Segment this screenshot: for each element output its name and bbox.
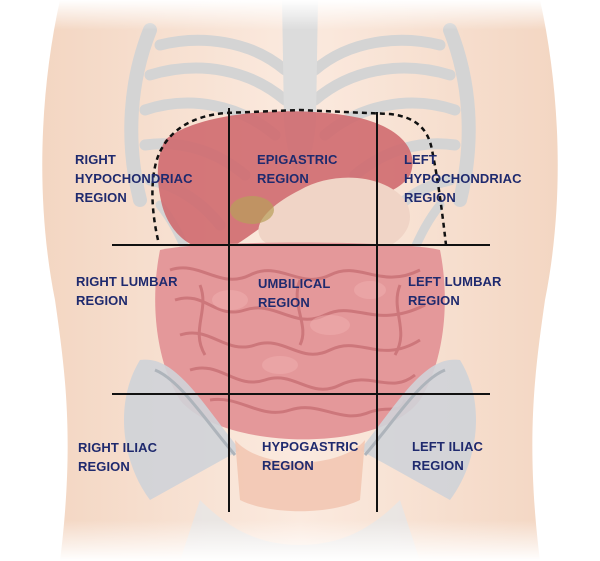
intestines — [155, 242, 445, 440]
bottom-fade — [0, 520, 600, 561]
label-left-iliac: LEFT ILIAC REGION — [412, 439, 484, 473]
label-epigastric: EPIGASTRIC REGION — [257, 152, 338, 186]
region-grid — [112, 108, 490, 512]
label-left-hypochondriac: LEFT HYPOCHONDRIAC REGION — [404, 152, 522, 205]
label-right-lumbar: RIGHT LUMBAR REGION — [76, 274, 178, 308]
liver — [157, 111, 413, 251]
stomach — [258, 177, 410, 257]
label-left-lumbar: LEFT LUMBAR REGION — [408, 274, 502, 308]
label-hypogastric: HYPOGASTRIC REGION — [262, 439, 359, 473]
gallbladder — [230, 196, 274, 224]
label-right-iliac: RIGHT ILIAC REGION — [78, 440, 158, 474]
top-fade — [0, 0, 600, 30]
label-right-hypochondriac: RIGHT HYPOCHONDRIAC REGION — [75, 152, 193, 205]
costal-margin-dashed-outline — [151, 108, 448, 246]
label-umbilical: UMBILICAL REGION — [258, 276, 331, 310]
